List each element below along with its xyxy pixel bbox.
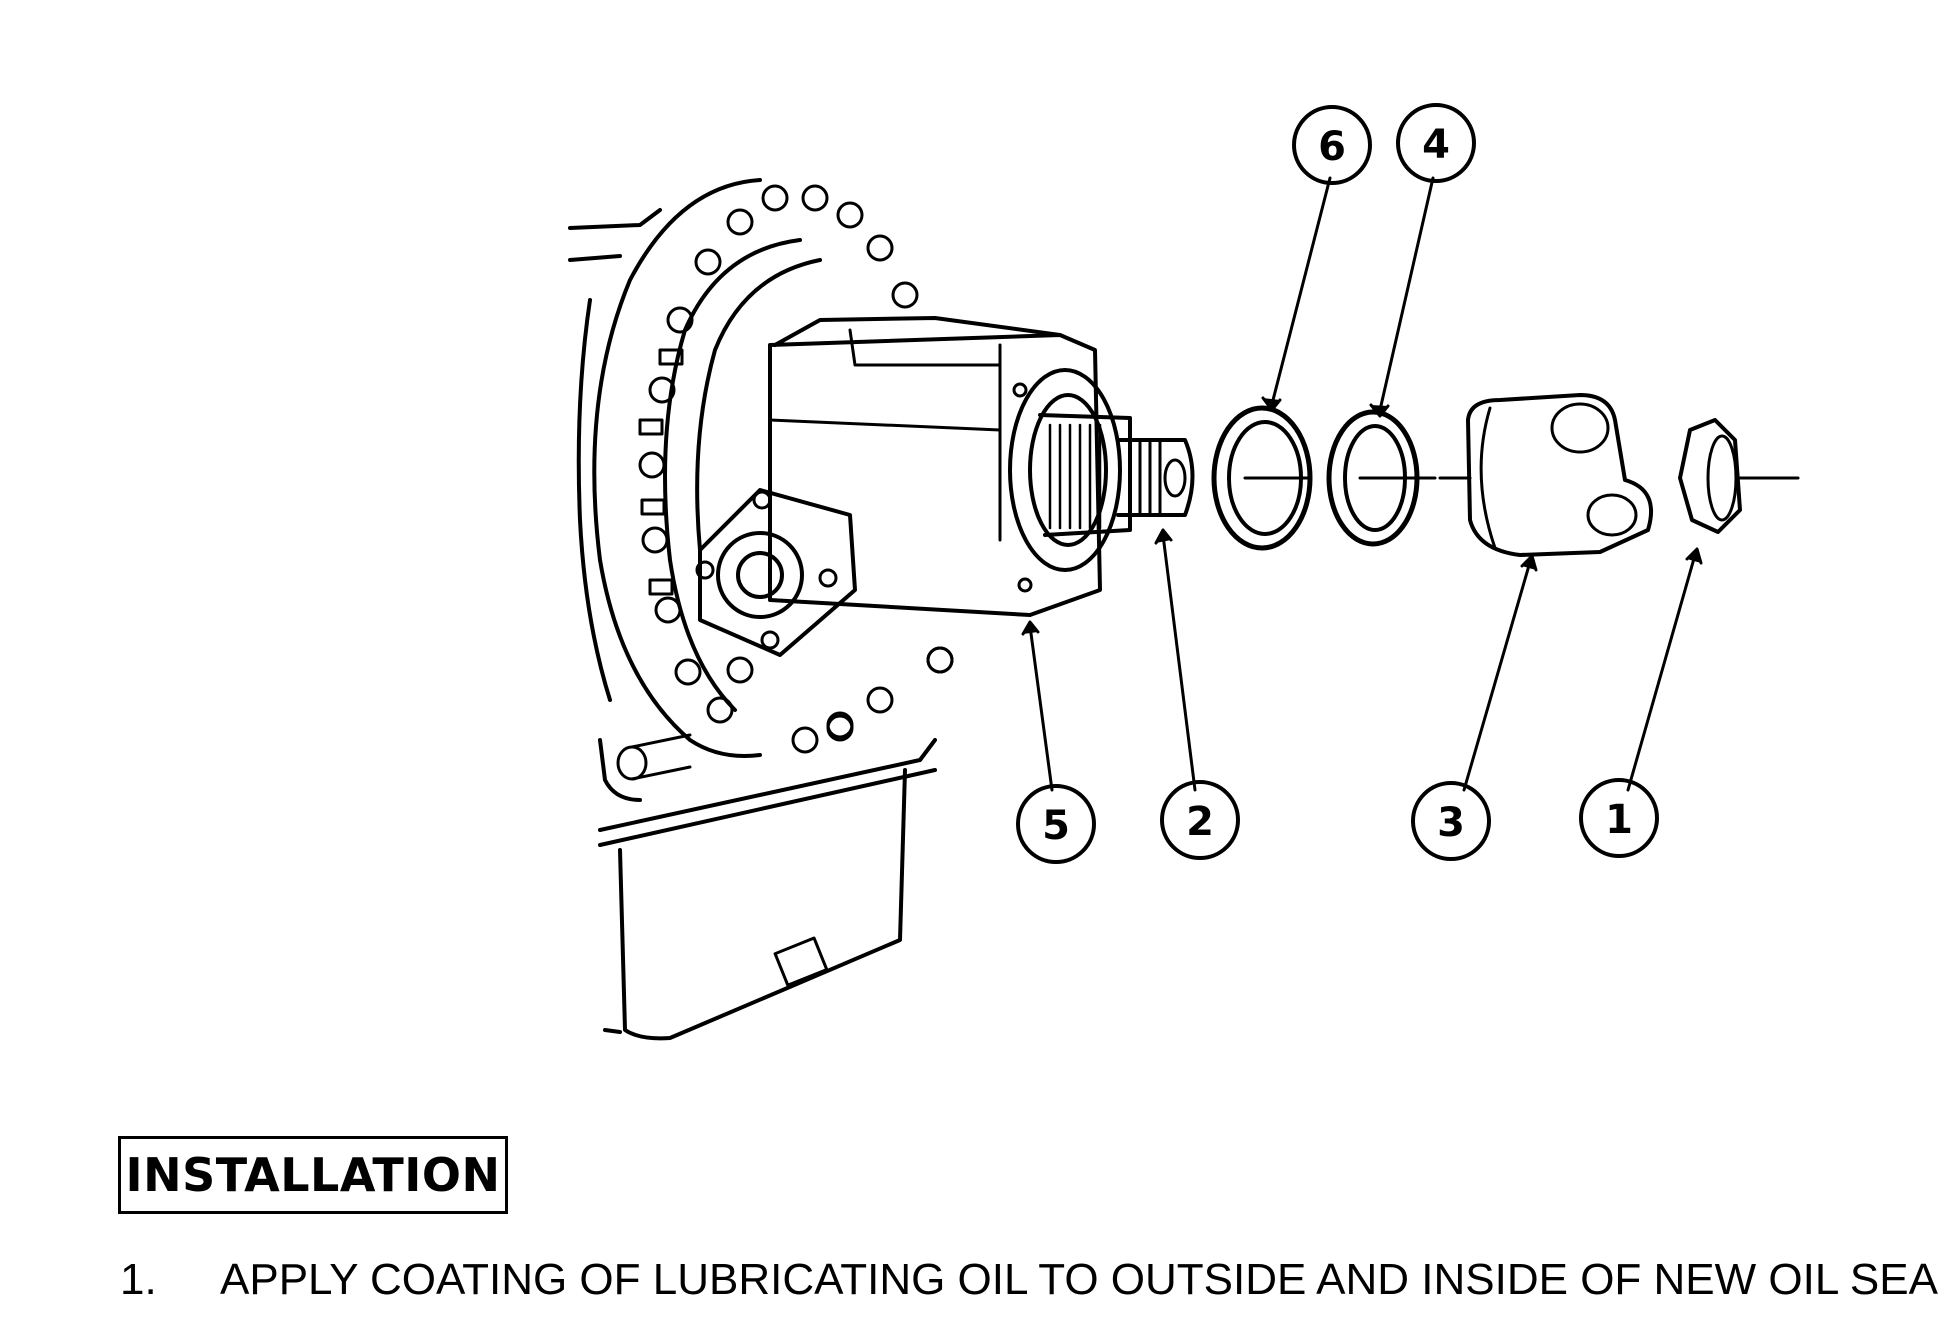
step-text: APPLY COATING OF LUBRICATING OIL TO OUTS… [220, 1255, 1938, 1304]
svg-text:6: 6 [1318, 124, 1346, 170]
callout-2: 2 [1160, 780, 1240, 860]
callout-4: 4 [1396, 103, 1476, 183]
adapter-housing [695, 316, 1122, 739]
svg-text:3: 3 [1437, 800, 1465, 846]
step-number: 1. [120, 1255, 157, 1304]
universal-joint-yoke [1438, 393, 1654, 557]
leader-lines [1021, 176, 1703, 792]
svg-text:4: 4 [1422, 122, 1450, 168]
seal-ring [1326, 409, 1437, 547]
svg-text:1: 1 [1605, 797, 1633, 843]
svg-text:2: 2 [1186, 799, 1214, 845]
callout-6: 6 [1292, 105, 1372, 185]
section-heading-text: INSTALLATION [125, 1148, 501, 1202]
section-heading: INSTALLATION [118, 1136, 508, 1214]
callout-1: 1 [1579, 778, 1659, 858]
callout-5: 5 [1016, 784, 1096, 864]
step-1: 1. APPLY COATING OF LUBRICATING OIL TO OU… [120, 1250, 1954, 1310]
transmission-housing [568, 178, 954, 1041]
callout-3: 3 [1411, 781, 1491, 861]
yoke-nut [1678, 418, 1800, 534]
output-shaft [1038, 413, 1195, 537]
svg-text:5: 5 [1042, 803, 1070, 849]
oil-seal [1211, 405, 1313, 551]
